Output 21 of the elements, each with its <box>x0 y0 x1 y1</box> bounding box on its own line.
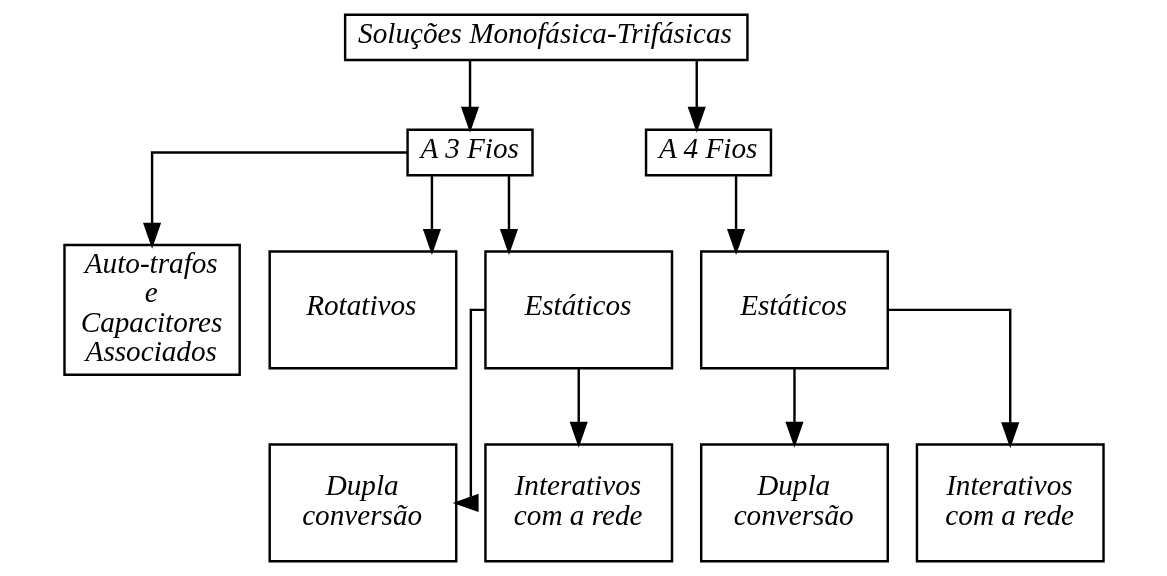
node-box: Dupla conversão <box>699 443 889 563</box>
node-box: Interativos com a rede <box>915 443 1105 563</box>
arrow <box>452 308 485 513</box>
arrow <box>784 368 804 448</box>
node-box: Interativos com a rede <box>483 443 673 563</box>
arrow <box>142 151 407 249</box>
node-box: A 4 Fios <box>644 128 772 177</box>
node-box: Rotativos <box>268 250 457 370</box>
node-box: Auto-trafos e Capacitores Associados <box>62 243 241 376</box>
arrow <box>460 60 479 133</box>
arrow <box>687 60 706 133</box>
arrow <box>422 175 441 255</box>
node-box: A 3 Fios <box>405 128 534 177</box>
arrow <box>569 368 588 448</box>
node-box: Estáticos <box>483 250 673 370</box>
node-box: Dupla conversão <box>268 443 457 563</box>
node-box: Soluções Monofásica-Trifásicas <box>343 13 749 62</box>
node-box: Estáticos <box>699 250 889 370</box>
arrow <box>887 308 1019 449</box>
arrow <box>726 175 745 255</box>
arrow <box>499 175 518 255</box>
